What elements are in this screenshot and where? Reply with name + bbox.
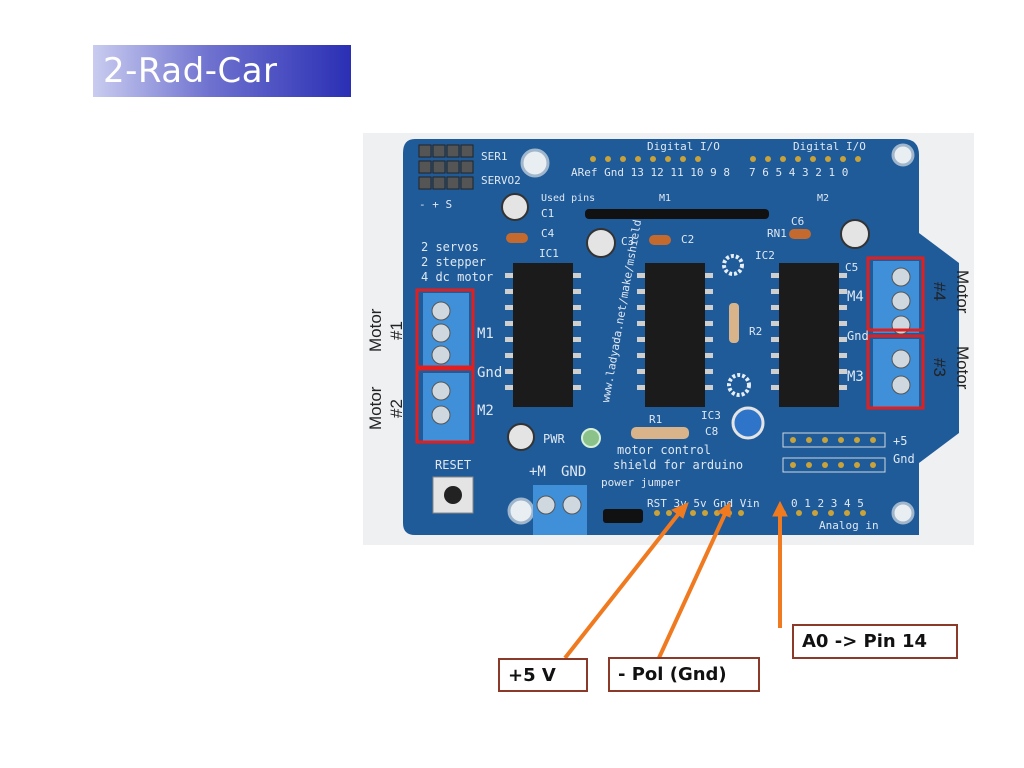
- ceramic-cap: [649, 235, 671, 245]
- svg-text:+M: +M: [529, 464, 546, 480]
- svg-text:C5: C5: [845, 261, 858, 274]
- mount-hole: [891, 501, 915, 525]
- svg-text:shield for arduino: shield for arduino: [613, 458, 743, 472]
- power-jumper: [603, 509, 643, 523]
- svg-text:IC2: IC2: [755, 249, 775, 262]
- svg-text:Gnd: Gnd: [477, 365, 502, 381]
- svg-text:0 1 2 3 4 5: 0 1 2 3 4 5: [791, 497, 864, 510]
- terminal-block-motor3: [873, 339, 919, 409]
- highlight-motor3: [866, 334, 925, 410]
- svg-text:RESET: RESET: [435, 458, 471, 472]
- svg-text:SERVO2: SERVO2: [481, 174, 521, 187]
- capacitor: [501, 193, 529, 221]
- header-gnd: [782, 457, 886, 473]
- label-minus-pol-text: - Pol (Gnd): [618, 664, 727, 685]
- ceramic-cap: [789, 229, 811, 239]
- capacitor: [840, 219, 870, 249]
- svg-text:RST 3v 5v Gnd Vin: RST 3v 5v Gnd Vin: [647, 497, 760, 510]
- svg-text:IC1: IC1: [539, 247, 559, 260]
- svg-text:C4: C4: [541, 227, 555, 240]
- ic3-chip: [637, 263, 713, 407]
- capacitor: [731, 406, 765, 440]
- gear-logo: [722, 254, 744, 276]
- svg-text:C3: C3: [621, 235, 634, 248]
- svg-text:power jumper: power jumper: [601, 476, 681, 489]
- terminal-block-motor2: [423, 373, 469, 441]
- svg-text:Gnd: Gnd: [847, 329, 869, 343]
- resistor-r2: [729, 303, 739, 343]
- svg-text:M3: M3: [847, 369, 864, 385]
- label-plus5v-text: +5 V: [508, 664, 556, 686]
- svg-text:M1: M1: [659, 193, 671, 204]
- mount-hole: [507, 497, 535, 525]
- svg-text:C8: C8: [705, 425, 718, 438]
- svg-text:- + S: - + S: [419, 198, 452, 211]
- mount-hole: [891, 143, 915, 167]
- svg-text:IC3: IC3: [701, 409, 721, 422]
- ic2-chip: [771, 263, 847, 407]
- svg-text:C2: C2: [681, 233, 694, 246]
- svg-text:ARef Gnd 13 12 11 10 9 8: ARef Gnd 13 12 11 10 9 8: [571, 166, 730, 179]
- motor-shield-photo: SER1 SERVO2 - + S 2 servos 2 stepper 4 d…: [363, 133, 974, 545]
- svg-text:M4: M4: [847, 289, 864, 305]
- gear-logo: [727, 373, 751, 397]
- capacitor: [507, 423, 535, 451]
- svg-text:C1: C1: [541, 207, 554, 220]
- header-plus5: [782, 432, 886, 448]
- pwr-led: [581, 428, 601, 448]
- highlight-motor4: [866, 256, 925, 332]
- svg-text:RN1: RN1: [767, 227, 787, 240]
- resistor-r1: [631, 427, 689, 439]
- svg-text:Digital I/O: Digital I/O: [793, 140, 866, 153]
- svg-text:PWR: PWR: [543, 432, 565, 446]
- svg-text:motor control: motor control: [617, 443, 711, 457]
- label-a0-pin-text: A0 -> Pin 14: [802, 631, 928, 652]
- feature-stepper: 2 stepper: [421, 255, 486, 269]
- digital-pins: [590, 156, 861, 162]
- servo-headers: [418, 144, 474, 190]
- svg-text:R1: R1: [649, 413, 662, 426]
- svg-text:Digital I/O: Digital I/O: [647, 140, 720, 153]
- label-minus-pol: - Pol (Gnd): [608, 657, 760, 692]
- svg-text:M2: M2: [477, 403, 494, 419]
- svg-text:SER1: SER1: [481, 150, 508, 163]
- mount-hole: [520, 148, 550, 178]
- svg-text:7 6 5 4 3 2 1 0: 7 6 5 4 3 2 1 0: [749, 166, 848, 179]
- resistor-network: [585, 209, 769, 219]
- slide-title-bar: 2-Rad-Car: [93, 45, 351, 97]
- terminal-block-power: [533, 485, 587, 535]
- svg-text:GND: GND: [561, 464, 586, 480]
- svg-text:Gnd: Gnd: [893, 452, 915, 466]
- svg-text:C6: C6: [791, 215, 804, 228]
- label-a0-pin: A0 -> Pin 14: [792, 624, 958, 659]
- ceramic-cap: [506, 233, 528, 243]
- feature-dc: 4 dc motor: [421, 270, 493, 284]
- terminal-block-motor4: [873, 261, 919, 335]
- svg-text:Analog in: Analog in: [819, 519, 879, 532]
- svg-text:Used pins: Used pins: [541, 193, 595, 204]
- label-plus5v: +5 V: [498, 658, 588, 692]
- svg-text:M2: M2: [817, 193, 829, 204]
- highlight-motor2: [415, 367, 475, 444]
- svg-text:M1: M1: [477, 326, 494, 342]
- terminal-block-motor1: [423, 293, 469, 369]
- slide-title: 2-Rad-Car: [103, 51, 278, 91]
- feature-servos: 2 servos: [421, 240, 479, 254]
- svg-text:R2: R2: [749, 325, 762, 338]
- capacitor: [586, 228, 616, 258]
- ic1-chip: [505, 263, 581, 407]
- highlight-motor1: [415, 288, 475, 369]
- svg-text:+5: +5: [893, 434, 907, 448]
